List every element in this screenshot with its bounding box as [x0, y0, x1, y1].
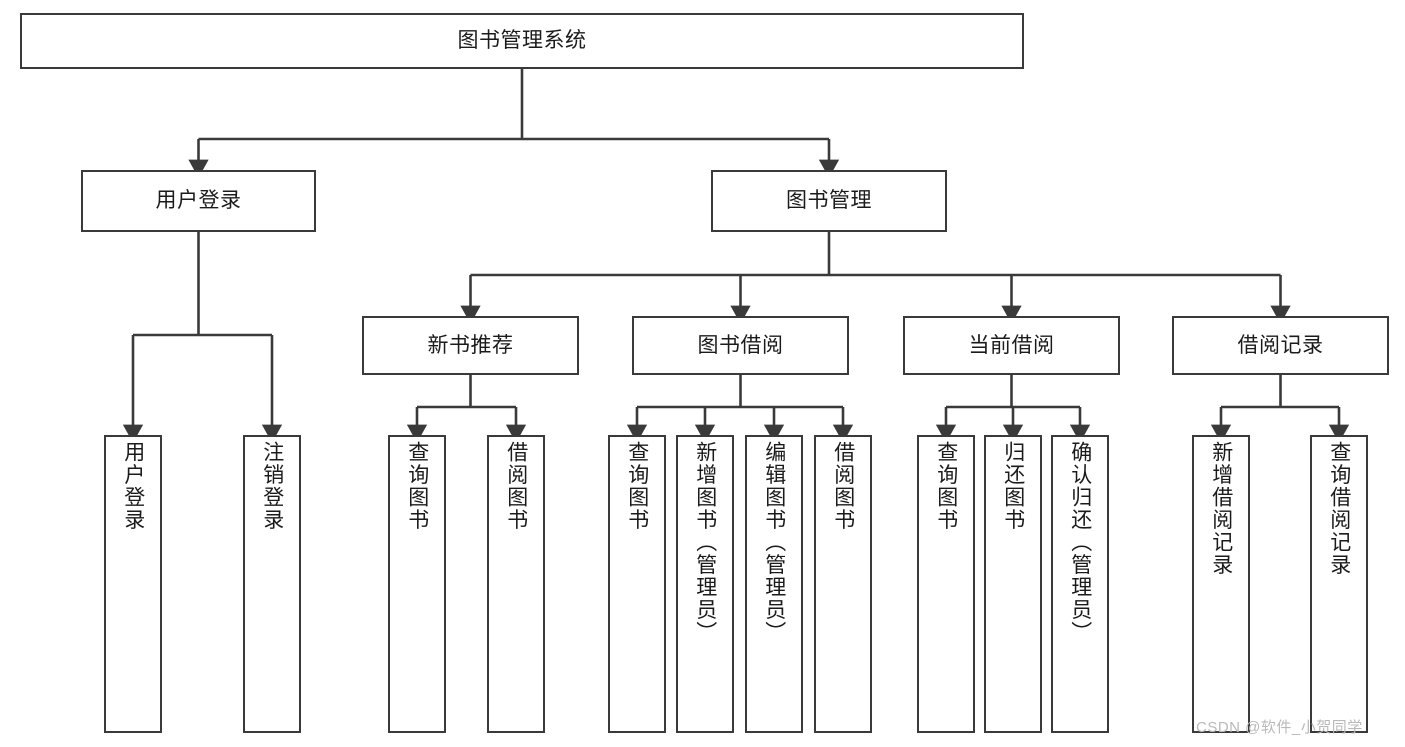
leaf-return-book[interactable]: 归还图书 [984, 435, 1042, 733]
leaf-user-login-label: 用户登录 [121, 441, 145, 531]
leaf-borrow-book-label: 借阅图书 [831, 441, 855, 531]
leaf-add-book-admin-label: 新增图书（管理员） [693, 441, 717, 644]
leaf-add-borrow-record-label: 新增借阅记录 [1209, 441, 1233, 576]
leaf-query-borrow-record-label: 查询借阅记录 [1327, 441, 1351, 576]
node-root[interactable]: 图书管理系统 [20, 13, 1024, 69]
node-book-borrow-label: 图书借阅 [697, 333, 784, 357]
node-user-login[interactable]: 用户登录 [81, 170, 316, 232]
node-book-management-label: 图书管理 [786, 189, 872, 213]
leaf-edit-book-admin-label: 编辑图书（管理员） [762, 441, 786, 644]
node-current-borrow[interactable]: 当前借阅 [903, 316, 1120, 375]
leaf-add-book-admin[interactable]: 新增图书（管理员） [676, 435, 734, 733]
leaf-query-book[interactable]: 查询图书 [608, 435, 666, 733]
leaf-confirm-return-admin-label: 确认归还（管理员） [1068, 441, 1092, 644]
leaf-logout[interactable]: 注销登录 [243, 435, 301, 733]
node-user-login-label: 用户登录 [155, 189, 242, 213]
leaf-logout-label: 注销登录 [260, 441, 284, 531]
leaf-borrow-book-recommend[interactable]: 借阅图书 [487, 435, 545, 733]
node-new-book-recommend-label: 新书推荐 [427, 333, 514, 357]
node-borrow-record-label: 借阅记录 [1237, 333, 1324, 357]
leaf-query-book-label: 查询图书 [625, 441, 649, 531]
leaf-confirm-return-admin[interactable]: 确认归还（管理员） [1051, 435, 1109, 733]
node-book-management[interactable]: 图书管理 [711, 170, 947, 232]
leaf-borrow-book[interactable]: 借阅图书 [814, 435, 872, 733]
node-borrow-record[interactable]: 借阅记录 [1172, 316, 1389, 375]
leaf-query-book-current[interactable]: 查询图书 [917, 435, 975, 733]
node-root-label: 图书管理系统 [457, 29, 587, 53]
leaf-return-book-label: 归还图书 [1001, 441, 1025, 531]
node-book-borrow[interactable]: 图书借阅 [632, 316, 849, 375]
node-new-book-recommend[interactable]: 新书推荐 [362, 316, 579, 375]
leaf-query-book-recommend[interactable]: 查询图书 [388, 435, 446, 733]
leaf-user-login[interactable]: 用户登录 [104, 435, 162, 733]
leaf-query-borrow-record[interactable]: 查询借阅记录 [1310, 435, 1368, 733]
leaf-borrow-book-recommend-label: 借阅图书 [504, 441, 528, 531]
node-current-borrow-label: 当前借阅 [968, 333, 1055, 357]
leaf-query-book-current-label: 查询图书 [934, 441, 958, 531]
leaf-add-borrow-record[interactable]: 新增借阅记录 [1192, 435, 1250, 733]
leaf-edit-book-admin[interactable]: 编辑图书（管理员） [745, 435, 803, 733]
leaf-query-book-recommend-label: 查询图书 [405, 441, 429, 531]
